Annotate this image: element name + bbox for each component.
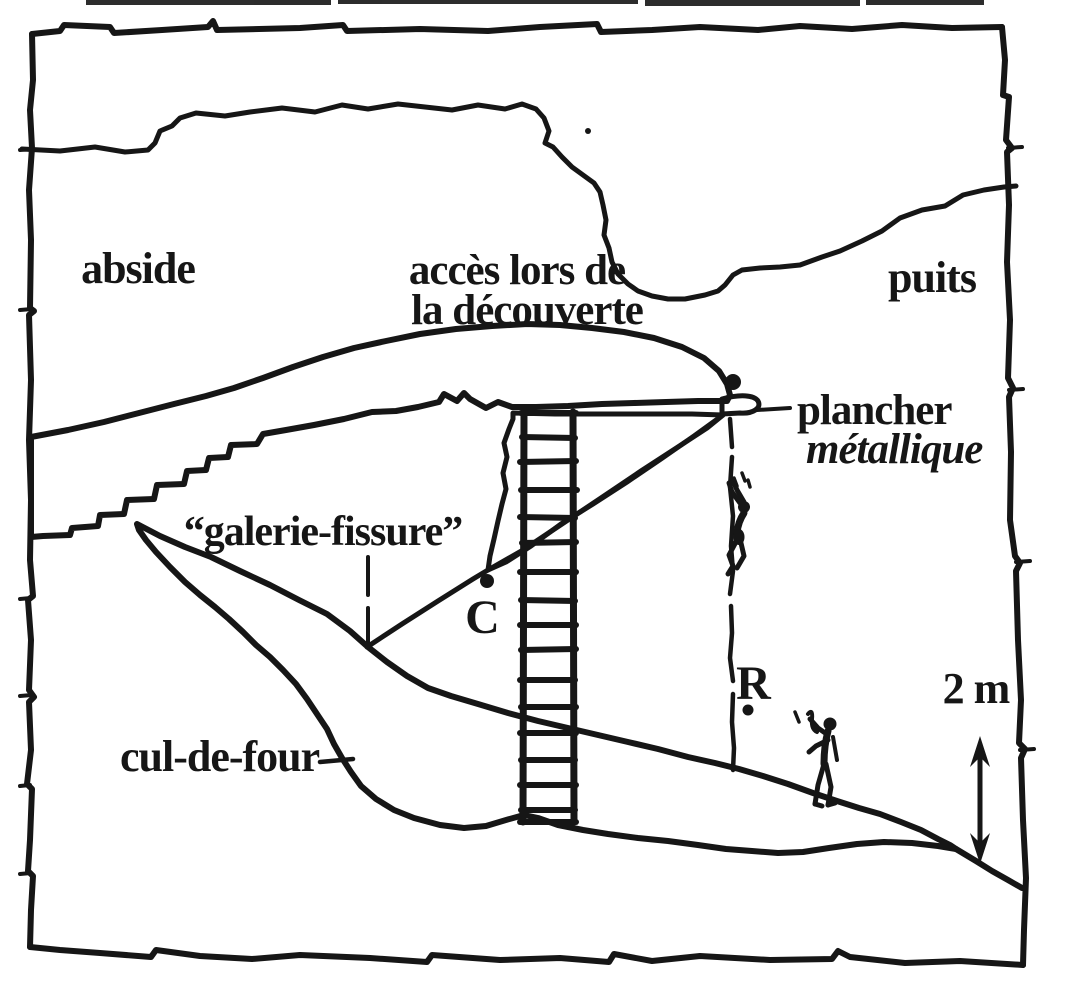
ladder (517, 408, 580, 826)
label-acces-line1: accès lors de (409, 247, 625, 294)
label-abside: abside (81, 244, 195, 293)
point-c-dot (480, 574, 494, 588)
label-puits: puits (888, 253, 977, 302)
floor-slope-fill (134, 521, 959, 856)
scale-arrow-head-up (970, 736, 990, 767)
slope-line (953, 846, 1025, 891)
border-left (24, 31, 37, 950)
scale-arrow-head-down (970, 833, 990, 864)
plancher-leader-dash (755, 406, 792, 412)
scan-edge-artifact (86, 0, 984, 6)
metal-floor-tab (719, 393, 762, 417)
upper-gallery-fill (28, 321, 733, 540)
climber-motion-ticks (732, 471, 752, 489)
border-ticks (18, 145, 1036, 876)
border-top (29, 18, 1005, 37)
ladder-right-rail (569, 408, 578, 826)
ceiling-speck (585, 128, 591, 134)
label-cul-de-four: cul-de-four (120, 732, 320, 781)
scale-arrow (970, 736, 990, 864)
standing-figure (793, 709, 839, 809)
label-scale-value: 2 m (943, 664, 1010, 713)
cul-de-four-leader-dash (317, 756, 356, 765)
galerie-fissure-line (364, 412, 726, 650)
border-bottom (27, 944, 1026, 968)
rope-line (727, 416, 737, 773)
climber-figure (725, 471, 752, 577)
ladder-rungs (517, 410, 580, 825)
label-point-c: C (465, 591, 499, 644)
label-plancher-line2: métallique (806, 426, 983, 473)
label-acces-line2: la découverte (411, 287, 643, 334)
label-point-r: R (736, 657, 772, 710)
border-right (999, 24, 1029, 968)
point-r-dot (742, 704, 754, 716)
label-galerie-fissure: “galerie-fissure” (184, 509, 462, 555)
ceiling-contour-line (19, 101, 1019, 302)
page-border (18, 18, 1036, 968)
ladder-left-rail (519, 408, 528, 826)
plancher-dot (725, 374, 741, 390)
label-plancher-line1: plancher (797, 387, 952, 434)
